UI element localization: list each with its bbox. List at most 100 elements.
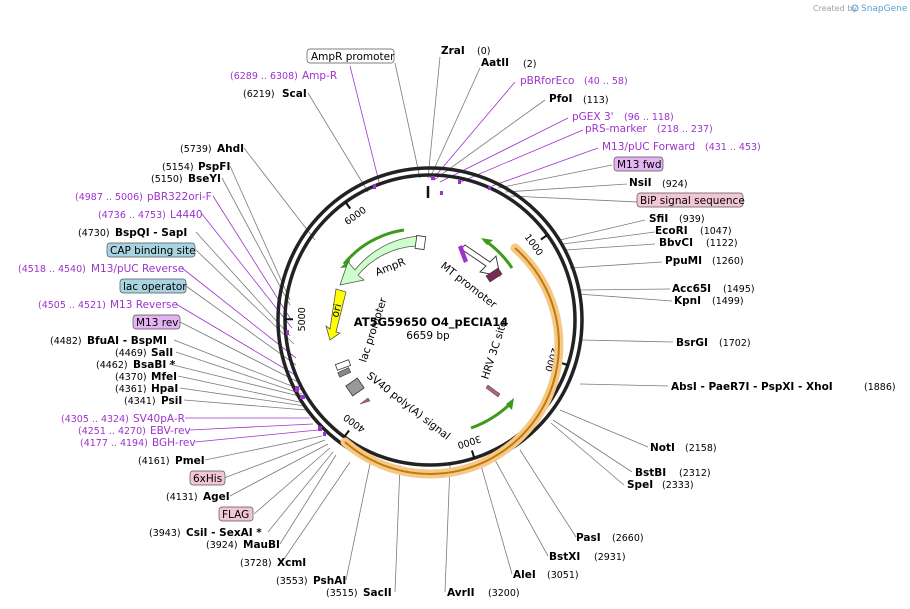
box-cap-binding-site[interactable]	[106, 242, 196, 258]
primer-arrows	[340, 228, 514, 430]
site-position: (1886)	[864, 382, 896, 393]
site-label[interactable]: BsrGI	[676, 337, 708, 349]
site-position: (4462)	[96, 360, 128, 371]
site-label[interactable]: BfuAI - BspMI	[87, 335, 167, 347]
site-label[interactable]: BseYI	[188, 173, 221, 185]
site-label[interactable]: BspQI - SapI	[115, 227, 187, 239]
site-label[interactable]: AhdI	[217, 143, 244, 155]
site-label[interactable]: Acc65I	[672, 283, 711, 295]
ampr-label: AmpR	[374, 256, 408, 279]
primer-position: (4177 .. 4194)	[80, 438, 148, 449]
box-label: M13 rev	[136, 317, 179, 329]
site-position: (939)	[679, 214, 705, 225]
plasmid-length: 6659 bp	[406, 330, 450, 342]
site-position: (113)	[583, 95, 609, 106]
primer-label[interactable]: Amp-R	[302, 70, 337, 82]
sv40-polya-block[interactable]	[345, 377, 365, 397]
site-position: (2312)	[679, 468, 711, 479]
primer-label[interactable]: L4440	[170, 209, 203, 221]
site-label[interactable]: PmeI	[175, 455, 205, 467]
primer-label[interactable]: BGH-rev	[152, 437, 196, 449]
box-m13-fwd[interactable]	[613, 156, 664, 172]
box-bip-signal[interactable]	[636, 192, 744, 208]
ori-feature[interactable]	[325, 288, 347, 341]
site-position: (2333)	[662, 480, 694, 491]
site-label[interactable]: KpnI	[674, 295, 701, 307]
ring-tick	[343, 429, 350, 438]
site-label[interactable]: PspFI	[198, 161, 230, 173]
site-position: (2)	[523, 59, 536, 70]
site-label[interactable]: XcmI	[277, 557, 306, 569]
box-m13-rev[interactable]	[132, 314, 181, 330]
primer-label[interactable]: M13/pUC Reverse	[91, 263, 184, 275]
site-label[interactable]: PsiI	[161, 395, 182, 407]
boxes-right: M13 fwd BiP signal sequence	[613, 156, 745, 208]
ampr-promoter-block[interactable]	[414, 235, 427, 251]
site-label[interactable]: PfoI	[549, 93, 572, 105]
site-label[interactable]: NsiI	[629, 177, 652, 189]
box-flag[interactable]	[218, 506, 254, 522]
credit-brand: SnapGene	[861, 4, 908, 14]
lac-promoter-block[interactable]	[334, 359, 352, 371]
hrv-3c-block[interactable]	[485, 384, 501, 398]
site-label[interactable]: BstBI	[635, 467, 666, 479]
site-label[interactable]: EcoRI	[655, 225, 688, 237]
site-position: (1122)	[706, 238, 738, 249]
site-position: (4482)	[50, 336, 82, 347]
site-position: (3943)	[149, 528, 181, 539]
primer-label[interactable]: M13/pUC Forward	[602, 141, 695, 153]
box-6xhis[interactable]	[189, 470, 226, 486]
site-position: (1499)	[712, 296, 744, 307]
primer-label[interactable]: pBR322ori-F	[147, 191, 212, 203]
cap-binding-block[interactable]	[337, 367, 352, 378]
site-label[interactable]: MauBI	[243, 539, 280, 551]
site-label[interactable]: SacII	[363, 587, 392, 599]
ring-tick-label: 6000	[343, 205, 369, 228]
site-label[interactable]: CsiI - SexAI *	[186, 527, 262, 539]
primer-label[interactable]: M13 Reverse	[110, 299, 178, 311]
ampr-feature[interactable]	[339, 235, 421, 286]
site-label[interactable]: SalI	[151, 347, 173, 359]
box-label: BiP signal sequence	[640, 195, 745, 207]
site-label[interactable]: BsaBI *	[133, 359, 176, 371]
leader-lines	[168, 56, 674, 593]
site-label[interactable]: AgeI	[203, 491, 230, 503]
site-position: (2931)	[594, 552, 626, 563]
site-label[interactable]: ZraI	[441, 45, 465, 57]
sites-left: (6219) ScaI (5739) AhdI (5154) PspFI (51…	[50, 88, 392, 599]
site-position: (0)	[477, 46, 490, 57]
primer-label[interactable]: pRS-marker	[585, 123, 648, 135]
primer-label[interactable]: pBRforEco	[520, 75, 574, 87]
site-label[interactable]: BbvCI	[659, 237, 693, 249]
box-lac-operator[interactable]	[119, 278, 187, 294]
site-position: (4131)	[166, 492, 198, 503]
site-label[interactable]: SpeI	[627, 479, 653, 491]
box-label: M13 fwd	[617, 159, 662, 171]
bip-signal-block[interactable]	[485, 267, 503, 283]
site-label[interactable]: NotI	[650, 442, 675, 454]
credit-prefix: Created by	[813, 4, 857, 13]
site-label[interactable]: PasI	[576, 532, 601, 544]
sites-right: ZraI (0) AatII (2) PfoI (113) NsiI (924)…	[441, 45, 896, 599]
site-position: (3728)	[240, 558, 272, 569]
site-label[interactable]: PpuMI	[665, 255, 702, 267]
site-label[interactable]: ScaI	[282, 88, 307, 100]
site-label[interactable]: HpaI	[151, 383, 178, 395]
primer-position: (40 .. 58)	[584, 76, 628, 87]
primer-position: (4518 .. 4540)	[18, 264, 86, 275]
box-ampr-promoter[interactable]	[306, 48, 395, 64]
site-label[interactable]: AbsI - PaeR7I - PspXI - XhoI	[671, 381, 833, 393]
site-label[interactable]: SfiI	[649, 213, 668, 225]
primer-label[interactable]: pGEX 3'	[572, 111, 614, 123]
site-label[interactable]: PshAI	[313, 575, 346, 587]
site-label[interactable]: MfeI	[151, 371, 177, 383]
site-label[interactable]: AvrII	[447, 587, 475, 599]
primer-label[interactable]: SV40pA-R	[133, 413, 185, 425]
site-label[interactable]: AatII	[481, 57, 509, 69]
tag-block[interactable]	[359, 397, 371, 405]
site-position: (3553)	[276, 576, 308, 587]
site-label[interactable]: BstXI	[549, 551, 580, 563]
site-label[interactable]: AleI	[513, 569, 536, 581]
site-position: (4469)	[115, 348, 147, 359]
primer-label[interactable]: EBV-rev	[150, 425, 191, 437]
